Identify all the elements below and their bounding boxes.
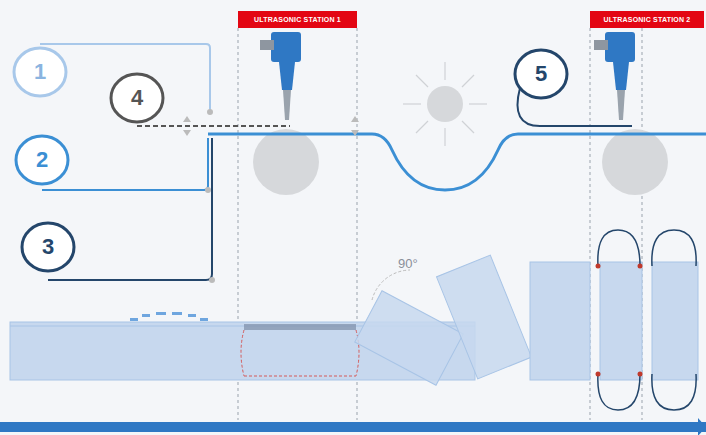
callout-number: 5 <box>535 61 547 87</box>
heat-roller <box>403 62 487 146</box>
sonotrode <box>594 32 635 120</box>
station-banner: ULTRASONIC STATION 2 <box>590 11 704 28</box>
callout-circle: 2 <box>14 134 70 186</box>
callout-circle: 1 <box>12 46 68 98</box>
nose-wire <box>137 125 290 127</box>
guide-point <box>183 109 359 283</box>
mask-strip <box>10 230 698 410</box>
timeline-bar <box>0 422 706 432</box>
callout-number: 1 <box>34 59 46 85</box>
anvil-roller <box>602 129 668 195</box>
station-banner: ULTRASONIC STATION 1 <box>238 11 357 28</box>
station-title: ULTRASONIC STATION 2 <box>604 16 691 23</box>
station-title: ULTRASONIC STATION 1 <box>254 16 341 23</box>
timeline-arrow <box>698 418 706 435</box>
callout-number: 4 <box>131 85 143 111</box>
callout-circle: 4 <box>109 72 165 124</box>
sonotrode <box>260 32 301 120</box>
callout-number: 2 <box>36 147 48 173</box>
main-web <box>208 134 706 190</box>
callout-circle: 3 <box>20 221 76 273</box>
anvil-roller <box>253 129 319 195</box>
callout-number: 3 <box>42 234 54 260</box>
web-line <box>48 138 212 280</box>
angle-label: 90° <box>398 256 418 271</box>
callout-circle: 5 <box>513 48 569 100</box>
